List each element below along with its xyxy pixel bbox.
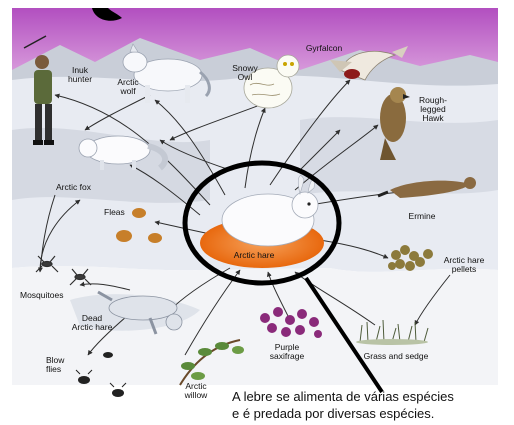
label-blow-flies: Blow flies [46, 356, 76, 374]
label-dead-arctic-hare: Dead Arctic hare [62, 314, 122, 332]
label-fleas: Fleas [104, 208, 138, 217]
label-arctic-willow: Arctic willow [176, 382, 216, 400]
label-arctic-hare-pellets: Arctic hare pellets [434, 256, 494, 274]
label-arctic-fox: Arctic fox [56, 183, 116, 192]
label-rough-legged-hawk: Rough- legged Hawk [410, 96, 456, 123]
label-purple-saxifrage: Purple saxifrage [262, 343, 312, 361]
label-gyrfalcon: Gyrfalcon [296, 44, 352, 53]
label-inuk-hunter: Inuk hunter [60, 66, 100, 84]
label-arctic-hare: Arctic hare [224, 251, 284, 260]
caption-line-2: e é predada por diversas espécies. [232, 406, 434, 421]
label-mosquitoes: Mosquitoes [20, 291, 80, 300]
label-ermine: Ermine [398, 212, 446, 221]
label-arctic-wolf: Arctic wolf [108, 78, 148, 96]
label-grass-and-sedge: Grass and sedge [356, 352, 436, 361]
caption-line-1: A lebre se alimenta de várias espécies [232, 389, 454, 404]
label-snowy-owl: Snowy Owl [228, 64, 262, 82]
